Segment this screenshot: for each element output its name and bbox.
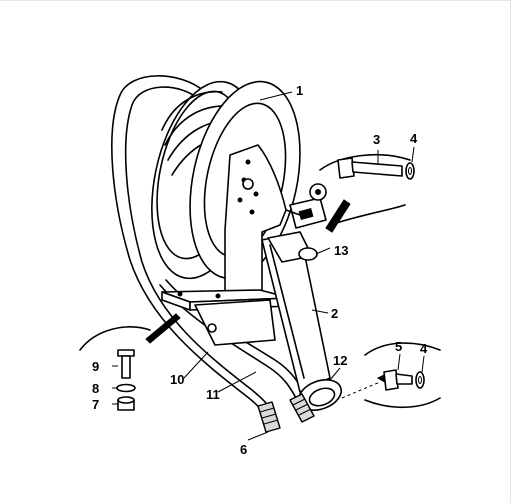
callout-4-upper: 4 (410, 131, 418, 146)
callout-4-lower: 4 (420, 341, 428, 356)
detail-fasteners-left (79, 313, 181, 411)
hose-fitting-11 (289, 393, 315, 423)
supply-hose (111, 75, 273, 419)
callout-3: 3 (373, 132, 380, 147)
detail-fasteners-lower (341, 342, 441, 409)
callout-5: 5 (395, 339, 402, 354)
callout-7: 7 (92, 397, 99, 412)
callout-9: 9 (92, 359, 99, 374)
callout-6: 6 (240, 442, 247, 457)
callout-8: 8 (92, 381, 99, 396)
callout-12: 12 (333, 353, 347, 368)
hose-fitting-6 (257, 401, 281, 433)
callout-2: 2 (331, 306, 338, 321)
callout-10: 10 (170, 372, 184, 387)
swivel-assembly (289, 183, 327, 229)
base-bracket (161, 289, 291, 346)
callout-13: 13 (334, 243, 348, 258)
detail-fasteners-upper (319, 154, 415, 233)
leader-lines (112, 91, 425, 441)
swing-arm (261, 231, 343, 411)
callout-11: 11 (206, 387, 220, 402)
callout-labels: 1 2 3 4 4 5 6 7 8 9 10 11 12 13 (92, 83, 428, 457)
callout-1: 1 (296, 83, 303, 98)
